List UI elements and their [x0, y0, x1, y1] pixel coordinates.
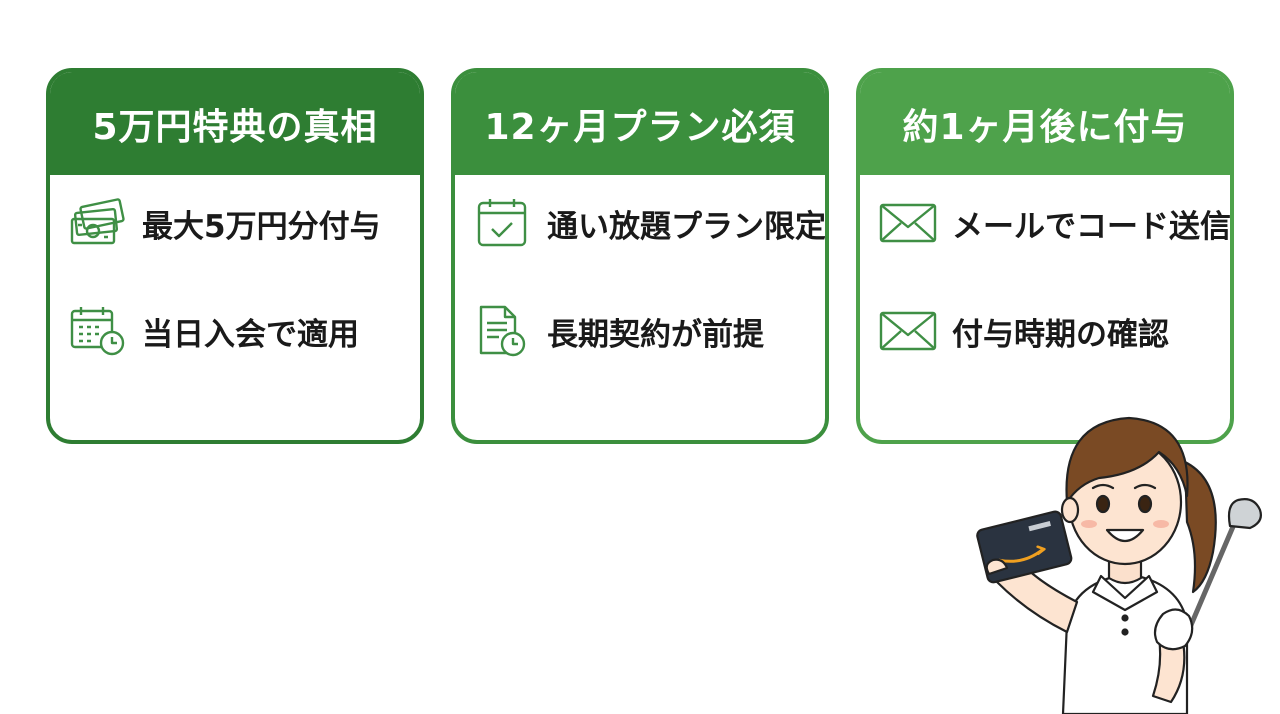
list-item: 最大5万円分付与	[68, 197, 402, 249]
card-grant-timing: 約1ヶ月後に付与 メールでコード送信	[856, 68, 1234, 444]
list-item: 長期契約が前提	[473, 305, 807, 357]
list-item: 当日入会で適用	[68, 305, 402, 357]
calendar-clock-icon	[68, 305, 128, 357]
card-benefit-truth: 5万円特典の真相 最大5万円分付与	[46, 68, 424, 444]
card-12-month-plan: 12ヶ月プラン必須 通い放題プラン限定	[451, 68, 829, 444]
money-icon	[68, 197, 128, 249]
mail-icon	[878, 197, 938, 249]
list-item: 通い放題プラン限定	[473, 197, 825, 249]
item-text: 通い放題プラン限定	[547, 208, 826, 245]
mail-icon	[878, 305, 938, 357]
document-clock-icon	[473, 305, 533, 357]
item-text: 付与時期の確認	[952, 316, 1169, 353]
list-item: 付与時期の確認	[878, 305, 1212, 357]
item-text: 長期契約が前提	[547, 316, 764, 353]
card-title: 約1ヶ月後に付与	[860, 72, 1230, 175]
golfer-woman-with-gift-card-icon	[975, 392, 1280, 714]
item-text: 当日入会で適用	[142, 316, 359, 353]
calendar-check-icon	[473, 197, 533, 249]
item-text: メールでコード送信	[952, 208, 1231, 245]
list-item: メールでコード送信	[878, 197, 1230, 249]
item-text: 最大5万円分付与	[142, 208, 381, 245]
card-title: 5万円特典の真相	[50, 72, 420, 175]
card-title: 12ヶ月プラン必須	[455, 72, 825, 175]
